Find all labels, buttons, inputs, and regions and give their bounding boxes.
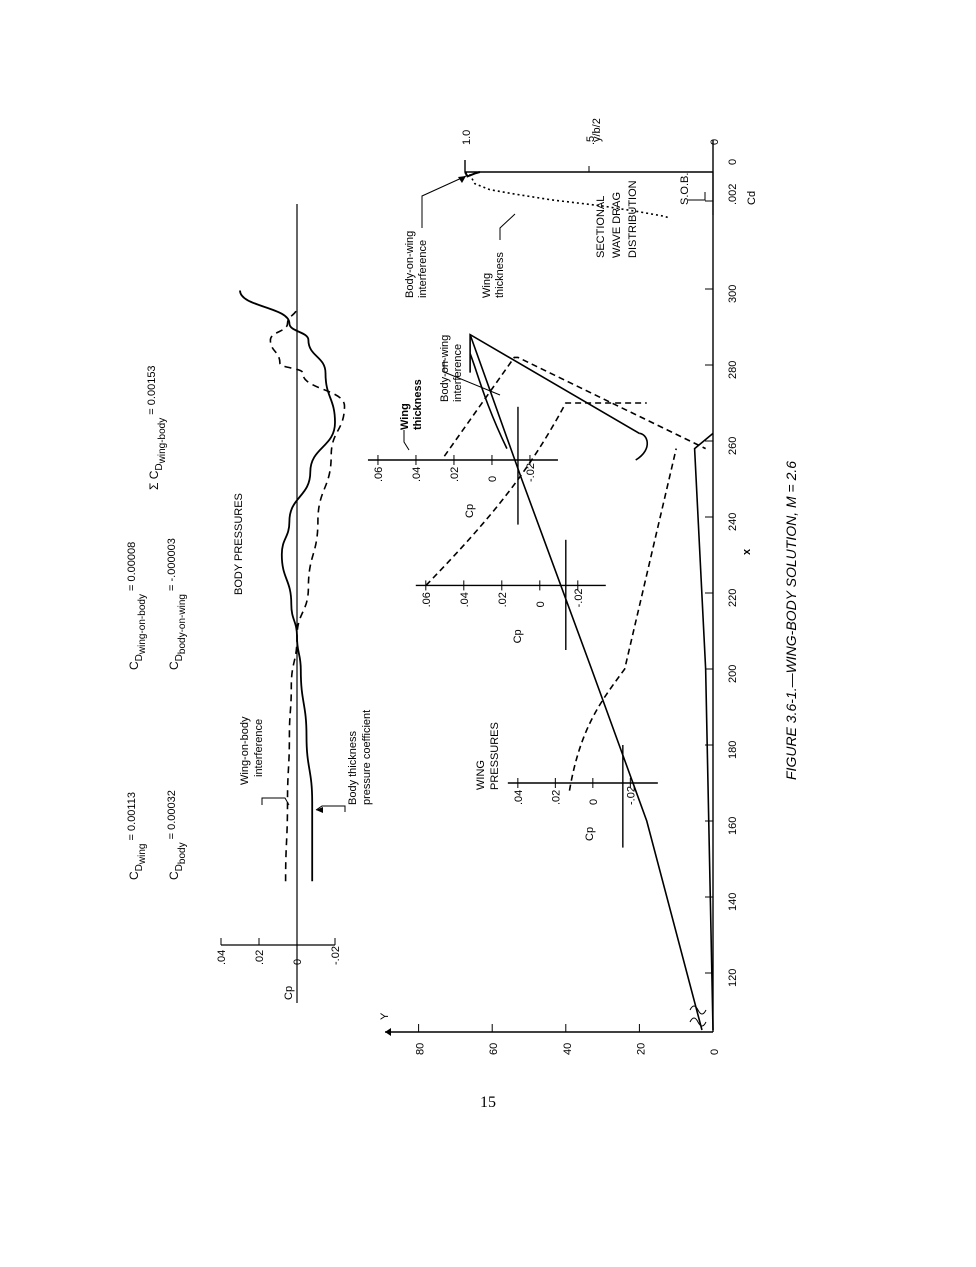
drag-eta-tick-label: 0 xyxy=(709,139,721,145)
x-axis-tick-label: 160 xyxy=(727,817,739,835)
station-cp-tick-label: .02 xyxy=(497,592,509,607)
x-axis-tick-label: 260 xyxy=(727,437,739,455)
cd-wing-on-body-coef: CDwing-on-body = 0.00008 xyxy=(126,542,148,670)
cd-wing-coef: CDwing = 0.00113 xyxy=(126,792,148,880)
station-cp-tick-label: .06 xyxy=(373,467,385,482)
body-on-wing-drag-arrow xyxy=(458,176,466,183)
y-axis-tick-label: 0 xyxy=(709,1049,721,1055)
body-cp-tick-label: 0 xyxy=(292,959,304,965)
drag-eta-tick-label: .5 xyxy=(585,136,597,145)
body-thickness-leader xyxy=(315,805,346,812)
body-cp-tick-label: .04 xyxy=(216,950,228,965)
station-cp-tick-label: .04 xyxy=(411,467,423,482)
station-cp-tick-label: 0 xyxy=(588,799,600,805)
body-on-wing-pressure-curve xyxy=(469,353,508,449)
pressure-dip-curve xyxy=(635,432,649,461)
body-pressures-title: BODY PRESSURES xyxy=(233,493,245,595)
cd-body-coef: CDbody = 0.00032 xyxy=(166,790,188,880)
x-axis-tick-label: 300 xyxy=(727,285,739,303)
cd-body-on-wing-coef: CDbody-on-wing = -.000003 xyxy=(166,538,188,670)
drag-cd-tick-label: 0 xyxy=(727,159,739,165)
station-cp-tick-label: -.02 xyxy=(525,463,537,482)
body-thickness-curve xyxy=(239,290,336,882)
wing-thickness-pressure-curve xyxy=(425,402,647,586)
x-axis-tick-label: 200 xyxy=(727,665,739,683)
wing-on-body-curve xyxy=(269,306,346,882)
drag-eta-tick-label: 1.0 xyxy=(461,130,473,145)
body-on-wing-label: Body-on-winginterference xyxy=(439,335,464,402)
wing-tip xyxy=(469,333,640,435)
y-axis-arrow xyxy=(385,1028,391,1036)
sob-bracket xyxy=(688,192,706,201)
x-axis-tick-label: 240 xyxy=(727,513,739,531)
station-cp-tick-label: .02 xyxy=(550,790,562,805)
y-axis-tick-label: 40 xyxy=(562,1043,574,1055)
trailing-edge xyxy=(693,432,714,1031)
leading-edge xyxy=(469,334,703,1031)
station-cp-tick-label: 0 xyxy=(535,601,547,607)
y-axis-tick-label: 60 xyxy=(488,1043,500,1055)
coefficient-block: CDwing = 0.00113 CDbody = 0.00032 CDwing… xyxy=(126,365,188,880)
y-axis-label: Y xyxy=(379,1012,391,1020)
body-thickness-arrow xyxy=(316,807,323,813)
drag-eta-label: y/b/2 xyxy=(591,118,603,142)
station-cp-label: Cp xyxy=(464,504,476,518)
x-axis-tick-label: 140 xyxy=(727,893,739,911)
body-cp-tick-label: .02 xyxy=(254,950,266,965)
axis-break xyxy=(689,1005,707,1027)
body-cp-tick-label: -.02 xyxy=(330,946,342,965)
wing-thickness-leader xyxy=(403,430,410,451)
wing-thickness-drag-leader xyxy=(499,213,516,240)
figure-caption: FIGURE 3.6-1.—WING-BODY SOLUTION, M = 2.… xyxy=(783,461,799,780)
x-axis-tick-label: 120 xyxy=(727,969,739,987)
wing-thickness-pressure-curve xyxy=(568,448,677,791)
page-number: 15 xyxy=(480,1094,496,1111)
sob-label: S.O.B. xyxy=(679,173,691,205)
station-cp-tick-label: -.02 xyxy=(625,786,637,805)
body-on-wing-drag-curve xyxy=(464,171,481,178)
y-axis-tick-label: 20 xyxy=(635,1043,647,1055)
station-cp-label: Cp xyxy=(512,629,524,643)
wing-thickness-drag-label: Wingthickness xyxy=(481,252,506,298)
wing-thickness-pressure-curve xyxy=(443,356,706,457)
wing-thickness-drag-curve xyxy=(464,171,669,219)
station-cp-tick-label: .02 xyxy=(449,467,461,482)
x-axis-tick-label: 180 xyxy=(727,741,739,759)
wing-on-body-leader xyxy=(261,797,290,806)
station-cp-tick-label: -.02 xyxy=(573,588,585,607)
drag-cd-label: Cd xyxy=(746,191,758,205)
station-cp-label: Cp xyxy=(584,827,596,841)
wing-thickness-label: Wingthickness xyxy=(399,379,424,430)
x-axis-label: x xyxy=(741,548,753,555)
body-on-wing-leader xyxy=(443,360,501,396)
body-on-wing-drag-leader xyxy=(421,175,467,228)
x-axis-tick-label: 220 xyxy=(727,589,739,607)
body-on-wing-drag-label: Body-on-winginterference xyxy=(404,231,429,298)
y-axis-tick-label: 80 xyxy=(415,1043,427,1055)
body-cp-label: Cp xyxy=(283,986,295,1000)
cd-wing-body-sum: Σ CDwing-body = 0.00153 xyxy=(146,365,168,490)
drag-cd-tick-label: .002 xyxy=(727,184,739,205)
x-axis-tick-label: 280 xyxy=(727,361,739,379)
station-cp-tick-label: .06 xyxy=(421,592,433,607)
station-cp-tick-label: .04 xyxy=(459,592,471,607)
station-cp-tick-label: .04 xyxy=(513,790,525,805)
station-cp-tick-label: 0 xyxy=(487,476,499,482)
